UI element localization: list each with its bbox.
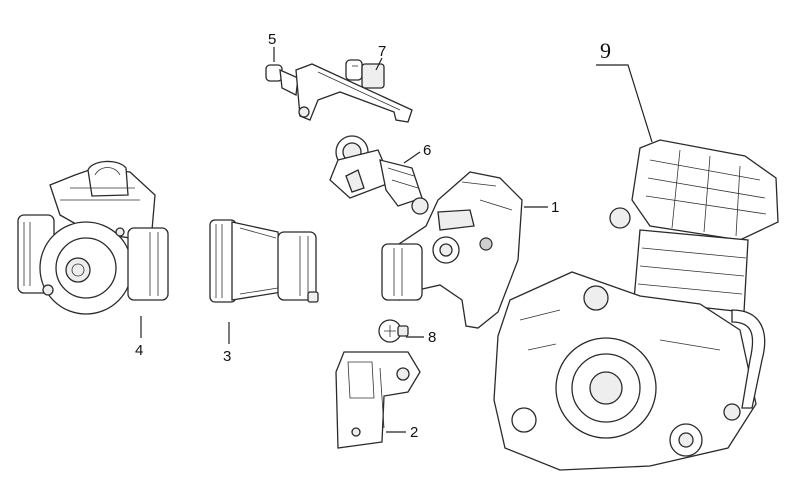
leader-lines: [140, 47, 653, 433]
callout-1: 1: [551, 199, 559, 216]
callout-4: 4: [135, 342, 143, 359]
throttle-body-part[interactable]: [17, 160, 169, 315]
bracket-part[interactable]: [265, 63, 413, 123]
callout-7: 7: [378, 43, 386, 60]
injector-part[interactable]: [329, 135, 429, 215]
engine-part[interactable]: [493, 139, 779, 471]
leader-line-9: [596, 64, 653, 143]
leader-line-6: [403, 151, 421, 164]
callout-2: 2: [410, 424, 418, 441]
callout-9: 9: [600, 38, 611, 63]
intake-joint-part[interactable]: [209, 219, 319, 303]
sensor-part[interactable]: [335, 351, 421, 449]
callout-labels: 4 3 5 7 6 1 8 2 9: [135, 31, 611, 441]
callout-3: 3: [223, 348, 231, 365]
callout-6: 6: [423, 142, 431, 159]
callout-8: 8: [428, 329, 436, 346]
screw-part[interactable]: [378, 319, 409, 343]
callout-5: 5: [268, 31, 276, 48]
intake-manifold-part[interactable]: [381, 171, 523, 329]
leader-line-7: [375, 57, 383, 71]
bolt-part-7[interactable]: [345, 59, 385, 89]
